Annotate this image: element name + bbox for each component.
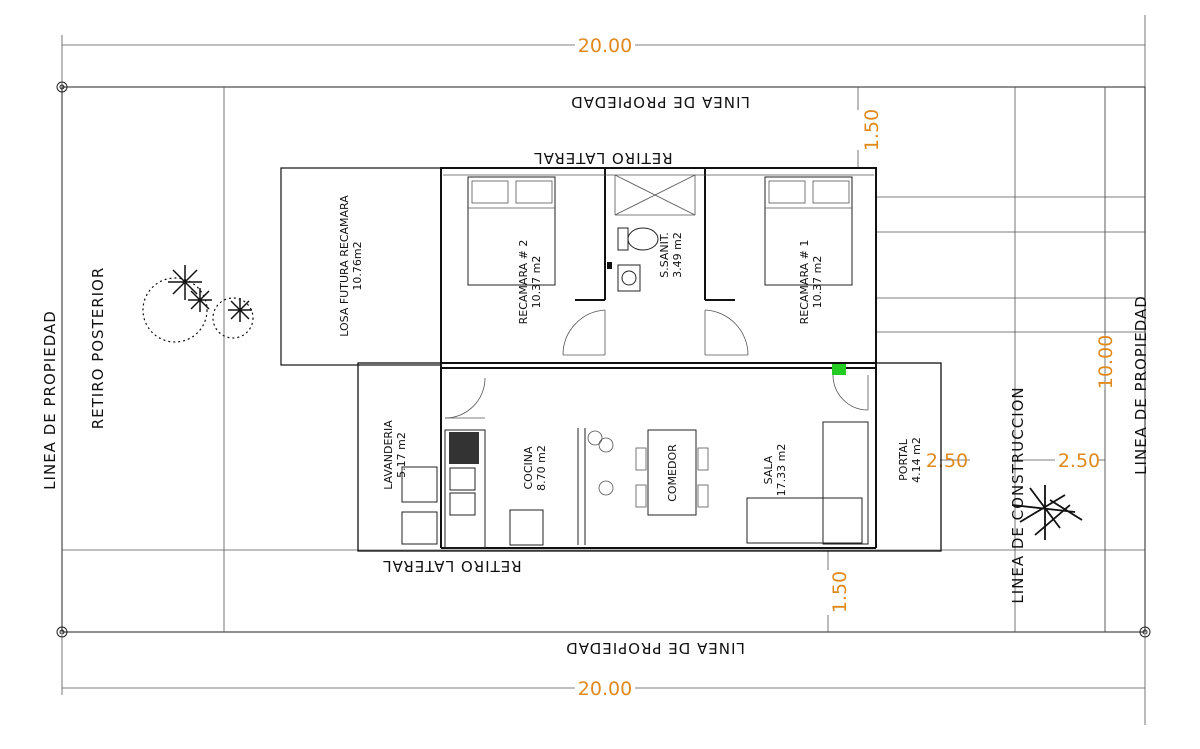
lower-doors	[444, 374, 869, 419]
sanitario-name: S.SANIT.	[658, 232, 671, 278]
comedor-name: COMEDOR	[666, 444, 679, 502]
losa-area: 10.76m2	[351, 241, 364, 290]
property-boundary	[61, 86, 1146, 633]
portal-name: PORTAL	[897, 438, 910, 481]
property-corner-markers	[56, 81, 1151, 638]
sink-fixture	[617, 264, 641, 292]
bottom-width-dimension: 20.00	[578, 678, 632, 700]
bedroom-doors	[562, 309, 749, 356]
kitchen-bar	[577, 428, 614, 545]
top-dimension-line	[61, 15, 1146, 92]
palm-icon-front	[1011, 485, 1083, 540]
laundry-sink	[401, 511, 438, 545]
living-sofa	[746, 421, 869, 545]
lower-block-walls	[357, 362, 942, 552]
toilet-fixture	[617, 227, 659, 251]
losa-name: LOSA FUTURA RECAMARA	[338, 195, 351, 337]
bath-wall-marker	[607, 262, 612, 269]
side-setback-label-bottom: RETIRO LATERAL	[382, 557, 521, 575]
front-setback-dimension: 2.50	[1058, 450, 1100, 472]
property-line-label-left: LINEA DE PROPIEDAD	[41, 310, 59, 490]
recamara-1-name: RECAMARA # 1	[798, 240, 811, 325]
recamara-2-area: 10.37 m2	[530, 256, 543, 309]
top-width-dimension: 20.00	[578, 35, 632, 57]
shrub-icon-rear	[212, 297, 254, 339]
recamara-2-name: RECAMARA # 2	[517, 240, 530, 325]
rear-setback-label: RETIRO POSTERIOR	[89, 267, 107, 430]
cocina-name: COCINA	[522, 446, 535, 489]
top-setback-dimension: 1.50	[861, 109, 883, 151]
entry-marker	[832, 364, 846, 375]
property-line-label-top: LINEA DE PROPIEDAD	[570, 93, 750, 111]
kitchen-counter	[444, 429, 544, 549]
side-setback-label-top: RETIRO LATERAL	[533, 149, 672, 167]
cocina-area: 8.70 m2	[535, 445, 548, 491]
sala-area: 17.33 m2	[775, 444, 788, 497]
sala-name: SALA	[762, 455, 775, 484]
bed-recamara-1	[764, 176, 853, 286]
portal-depth-dimension: 2.50	[926, 450, 968, 472]
right-height-dimension: 10.00	[1095, 335, 1117, 389]
laundry-washer	[401, 466, 438, 503]
lavanderia-name: LAVANDERIA	[382, 420, 395, 490]
construction-line-label: LINEA DE CONSTRUCCION	[1009, 386, 1027, 603]
property-line-label-bottom: LINEA DE PROPIEDAD	[565, 639, 745, 657]
bed-recamara-2	[467, 176, 556, 286]
dining-table	[635, 429, 709, 516]
tree-icon-rear	[142, 265, 212, 343]
property-line-label-right: LINEA DE PROPIEDAD	[1132, 295, 1150, 475]
recamara-1-area: 10.37 m2	[811, 256, 824, 309]
lavanderia-area: 5.17 m2	[395, 432, 408, 478]
sanitario-area: 3.49 m2	[671, 232, 684, 278]
bottom-dimension-line	[61, 635, 1146, 725]
portal-area: 4.14 m2	[910, 437, 923, 483]
bottom-setback-dimension: 1.50	[829, 571, 851, 613]
